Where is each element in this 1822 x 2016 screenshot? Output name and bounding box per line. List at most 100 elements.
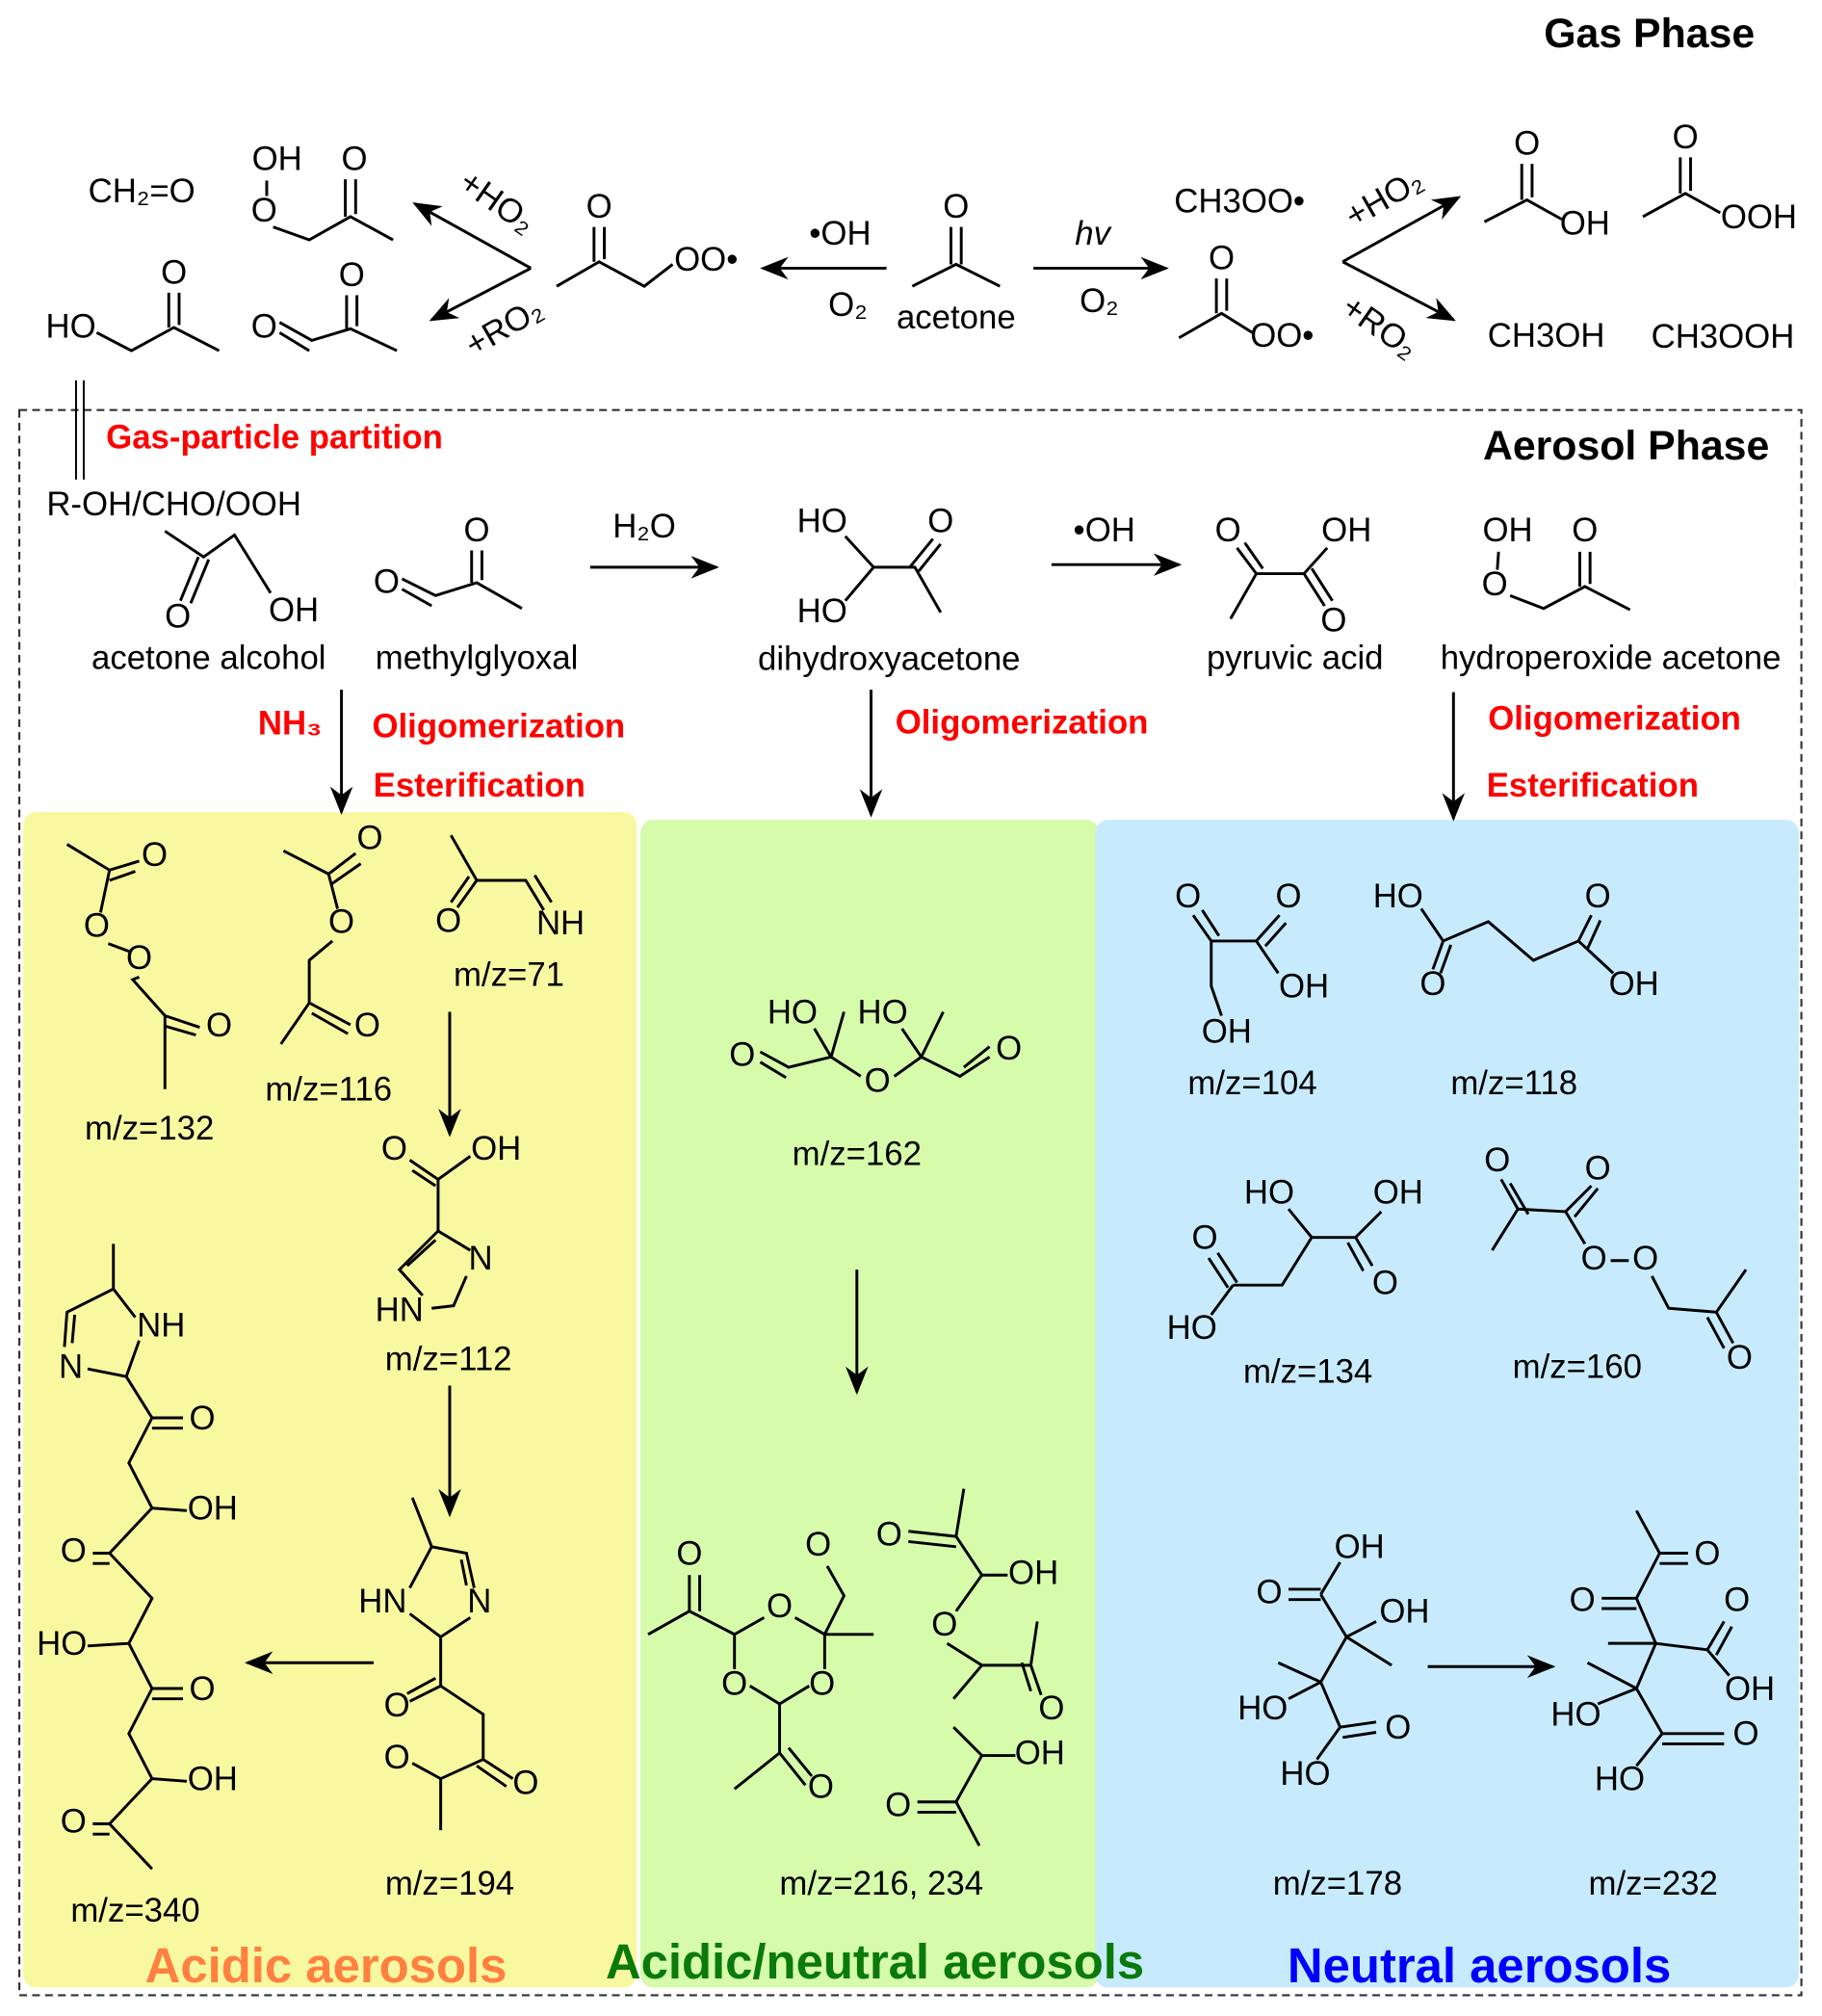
svg-text:O: O	[384, 1688, 410, 1724]
methyl-hydroperoxide: CH3OOH	[1652, 319, 1795, 355]
o2-label-right: O₂	[1080, 283, 1119, 320]
ro2-label-right: +RO₂	[1336, 289, 1424, 366]
svg-text:NH: NH	[137, 1308, 185, 1345]
svg-text:OH: OH	[188, 1762, 238, 1798]
svg-text:HO: HO	[1280, 1756, 1330, 1793]
svg-text:OO•: OO•	[1250, 318, 1314, 354]
svg-text:OH: OH	[1015, 1736, 1065, 1772]
svg-text:OH: OH	[269, 592, 319, 629]
svg-text:O: O	[676, 1535, 702, 1572]
svg-text:O: O	[251, 193, 277, 229]
roh-cho-ooh-label: R-OH/CHO/OOH	[46, 486, 301, 523]
aerosol-phase-box	[18, 408, 1803, 1997]
svg-text:m/z=116: m/z=116	[265, 1072, 392, 1109]
svg-text:O: O	[384, 1740, 410, 1776]
svg-text:O: O	[1514, 126, 1540, 163]
svg-text:O: O	[1585, 1150, 1611, 1187]
svg-text:O: O	[1209, 241, 1235, 277]
acidic-neutral-panel	[640, 820, 1100, 1988]
acidic-panel	[23, 812, 637, 1988]
svg-text:O: O	[381, 1131, 407, 1167]
svg-text:O: O	[1256, 1574, 1282, 1610]
svg-text:HO: HO	[768, 994, 818, 1031]
svg-text:OH: OH	[471, 1131, 521, 1167]
svg-text:OOH: OOH	[1721, 199, 1797, 236]
svg-text:O: O	[1175, 878, 1201, 915]
svg-text:HN: HN	[376, 1292, 424, 1328]
svg-text:O: O	[1572, 512, 1598, 549]
water-label: H₂O	[612, 509, 676, 545]
acetylperoxy-radical: O OO•	[1178, 241, 1314, 354]
svg-text:O: O	[1482, 566, 1508, 603]
svg-text:O: O	[586, 189, 612, 225]
svg-text:N: N	[469, 1241, 493, 1277]
svg-text:OH: OH	[252, 142, 302, 178]
svg-text:O: O	[996, 1031, 1022, 1067]
svg-text:O: O	[126, 940, 152, 977]
svg-text:O: O	[1581, 1241, 1607, 1277]
svg-text:hydroperoxide acetone: hydroperoxide acetone	[1441, 640, 1782, 676]
svg-text:m/z=71: m/z=71	[454, 957, 564, 994]
acetic-acid: O OH	[1483, 126, 1610, 242]
svg-text:O: O	[161, 254, 187, 291]
svg-text:OH: OH	[1725, 1671, 1775, 1708]
svg-text:O: O	[865, 1062, 891, 1099]
svg-text:O: O	[374, 563, 400, 600]
svg-text:OH: OH	[1202, 1013, 1252, 1050]
acetonylperoxy-radical: OOO•	[556, 189, 738, 288]
svg-text:O: O	[943, 189, 969, 225]
svg-text:O: O	[1724, 1583, 1750, 1619]
svg-text:O: O	[1385, 1710, 1411, 1746]
svg-text:O: O	[931, 1607, 957, 1643]
svg-text:m/z=340: m/z=340	[70, 1893, 199, 1929]
gas-particle-partition-label: Gas-particle partition	[106, 420, 443, 457]
svg-text:O: O	[876, 1516, 902, 1553]
svg-text:HN: HN	[358, 1584, 406, 1620]
ro2-label-left: +RO₂	[459, 291, 549, 364]
svg-text:HO: HO	[797, 593, 847, 630]
svg-text:O: O	[1372, 1265, 1398, 1301]
nh3-label: NH₃	[258, 706, 322, 743]
svg-text:m/z=112: m/z=112	[385, 1341, 512, 1377]
gas-phase-title: Gas Phase	[1544, 11, 1755, 57]
svg-text:O: O	[1192, 1220, 1218, 1257]
svg-text:OH: OH	[1609, 966, 1659, 1003]
ho2-label-left: +HO₂	[453, 164, 541, 241]
oligomerization-label-3: Oligomerization	[1488, 700, 1741, 737]
svg-text:O: O	[1727, 1340, 1753, 1376]
svg-text:HO: HO	[1595, 1762, 1645, 1798]
svg-text:O: O	[1733, 1716, 1759, 1753]
svg-text:m/z=162: m/z=162	[793, 1137, 922, 1173]
svg-text:m/z=178: m/z=178	[1273, 1866, 1402, 1902]
hv-label: hv	[1075, 216, 1112, 252]
svg-text:m/z=104: m/z=104	[1187, 1065, 1316, 1102]
oligomerization-label-2: Oligomerization	[896, 704, 1149, 741]
svg-text:OH: OH	[1335, 1530, 1385, 1566]
svg-text:N: N	[59, 1348, 83, 1385]
svg-text:O: O	[512, 1766, 538, 1802]
svg-text:m/z=118: m/z=118	[1450, 1065, 1577, 1102]
svg-text:m/z=194: m/z=194	[385, 1866, 514, 1902]
svg-text:O: O	[805, 1527, 831, 1563]
svg-text:HO: HO	[797, 504, 847, 540]
svg-text:O: O	[721, 1666, 747, 1703]
svg-text:OH: OH	[1560, 205, 1610, 242]
svg-text:HO: HO	[857, 994, 907, 1031]
svg-text:m/z=134: m/z=134	[1243, 1354, 1372, 1391]
aerosol-phase-title: Aerosol Phase	[1483, 423, 1769, 469]
svg-text:m/z=132: m/z=132	[85, 1111, 214, 1147]
svg-text:O: O	[354, 1008, 380, 1044]
svg-text:OH: OH	[1373, 1175, 1423, 1212]
svg-text:HO: HO	[1244, 1175, 1294, 1212]
svg-text:O: O	[885, 1787, 911, 1823]
svg-text:O: O	[1484, 1142, 1510, 1179]
svg-text:m/z=160: m/z=160	[1513, 1348, 1642, 1385]
